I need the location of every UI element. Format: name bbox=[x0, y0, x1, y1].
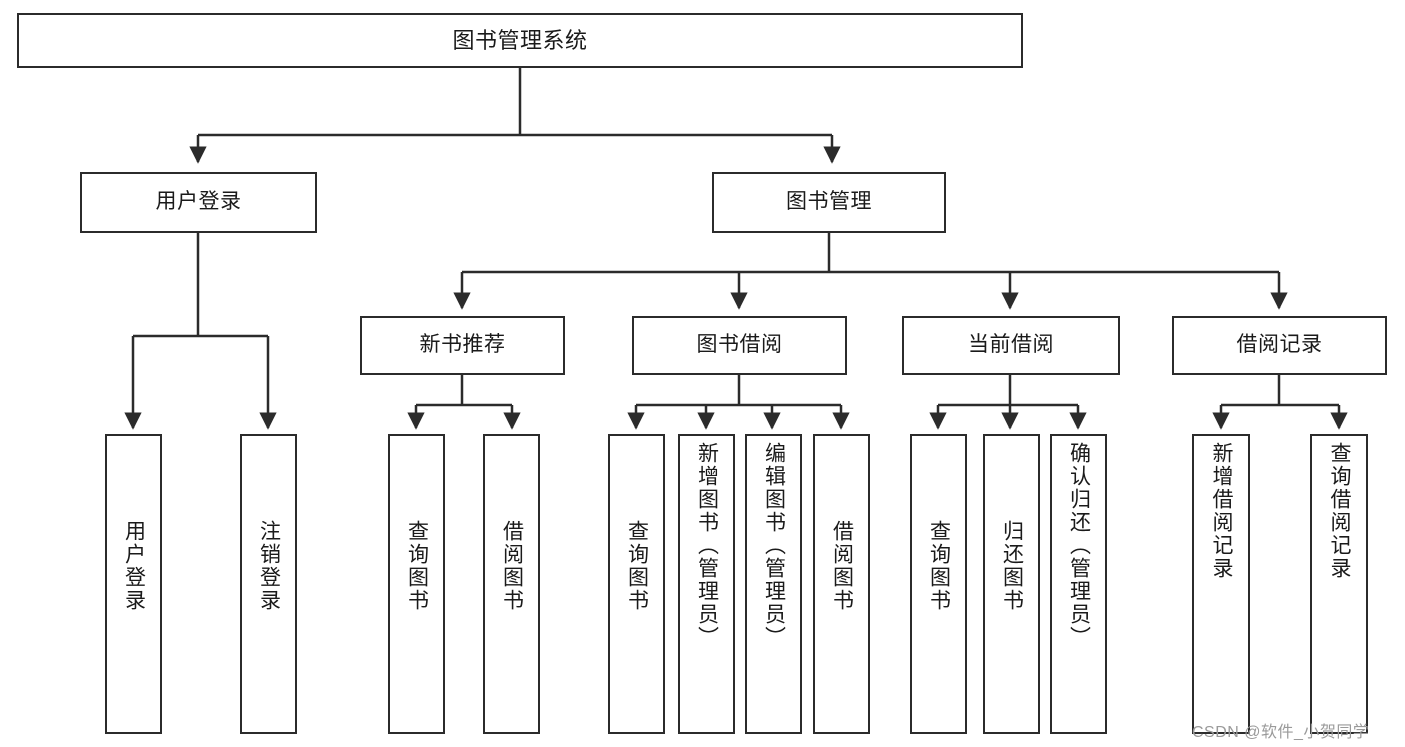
leaf-add-record-label: 新增借阅记录 bbox=[1210, 442, 1234, 580]
leaf-return-book[interactable]: 归还图书 bbox=[983, 434, 1040, 734]
leaf-confirm-return-label: 确认归还（管理员） bbox=[1067, 442, 1091, 649]
node-user-login-label: 用户登录 bbox=[155, 190, 242, 214]
leaf-borrow-book-1[interactable]: 借阅图书 bbox=[483, 434, 540, 734]
leaf-logout[interactable]: 注销登录 bbox=[240, 434, 297, 734]
node-root-label: 图书管理系统 bbox=[452, 27, 588, 53]
node-book-borrow-label: 图书借阅 bbox=[696, 333, 783, 357]
node-book-manage[interactable]: 图书管理 bbox=[712, 172, 946, 233]
leaf-add-book-label: 新增图书（管理员） bbox=[695, 442, 719, 649]
watermark-text: CSDN @软件_小贺同学 bbox=[1192, 724, 1370, 741]
node-current-borrow-label: 当前借阅 bbox=[968, 333, 1054, 357]
node-new-book-rec[interactable]: 新书推荐 bbox=[360, 316, 565, 375]
leaf-query-book-2[interactable]: 查询图书 bbox=[608, 434, 665, 734]
node-current-borrow[interactable]: 当前借阅 bbox=[902, 316, 1120, 375]
node-book-borrow[interactable]: 图书借阅 bbox=[632, 316, 847, 375]
node-borrow-record[interactable]: 借阅记录 bbox=[1172, 316, 1387, 375]
leaf-borrow-book-1-label: 借阅图书 bbox=[500, 520, 524, 612]
leaf-edit-book[interactable]: 编辑图书（管理员） bbox=[745, 434, 802, 734]
leaf-add-record[interactable]: 新增借阅记录 bbox=[1192, 434, 1250, 734]
node-borrow-record-label: 借阅记录 bbox=[1236, 333, 1323, 357]
node-book-manage-label: 图书管理 bbox=[786, 190, 872, 214]
leaf-add-book[interactable]: 新增图书（管理员） bbox=[678, 434, 735, 734]
node-new-book-rec-label: 新书推荐 bbox=[419, 333, 506, 357]
leaf-query-book-2-label: 查询图书 bbox=[625, 520, 649, 612]
leaf-query-book-3[interactable]: 查询图书 bbox=[910, 434, 967, 734]
leaf-query-record-label: 查询借阅记录 bbox=[1328, 442, 1352, 580]
leaf-user-login-label: 用户登录 bbox=[122, 520, 146, 612]
leaf-query-record[interactable]: 查询借阅记录 bbox=[1310, 434, 1368, 734]
leaf-borrow-book-2-label: 借阅图书 bbox=[830, 520, 854, 612]
node-root[interactable]: 图书管理系统 bbox=[17, 13, 1023, 68]
leaf-user-login[interactable]: 用户登录 bbox=[105, 434, 162, 734]
leaf-logout-label: 注销登录 bbox=[257, 520, 281, 612]
leaf-query-book-1[interactable]: 查询图书 bbox=[388, 434, 445, 734]
leaf-return-book-label: 归还图书 bbox=[1000, 520, 1024, 612]
leaf-edit-book-label: 编辑图书（管理员） bbox=[762, 442, 786, 649]
leaf-borrow-book-2[interactable]: 借阅图书 bbox=[813, 434, 870, 734]
leaf-query-book-3-label: 查询图书 bbox=[927, 520, 951, 612]
leaf-query-book-1-label: 查询图书 bbox=[405, 520, 429, 612]
node-user-login[interactable]: 用户登录 bbox=[80, 172, 317, 233]
leaf-confirm-return[interactable]: 确认归还（管理员） bbox=[1050, 434, 1107, 734]
